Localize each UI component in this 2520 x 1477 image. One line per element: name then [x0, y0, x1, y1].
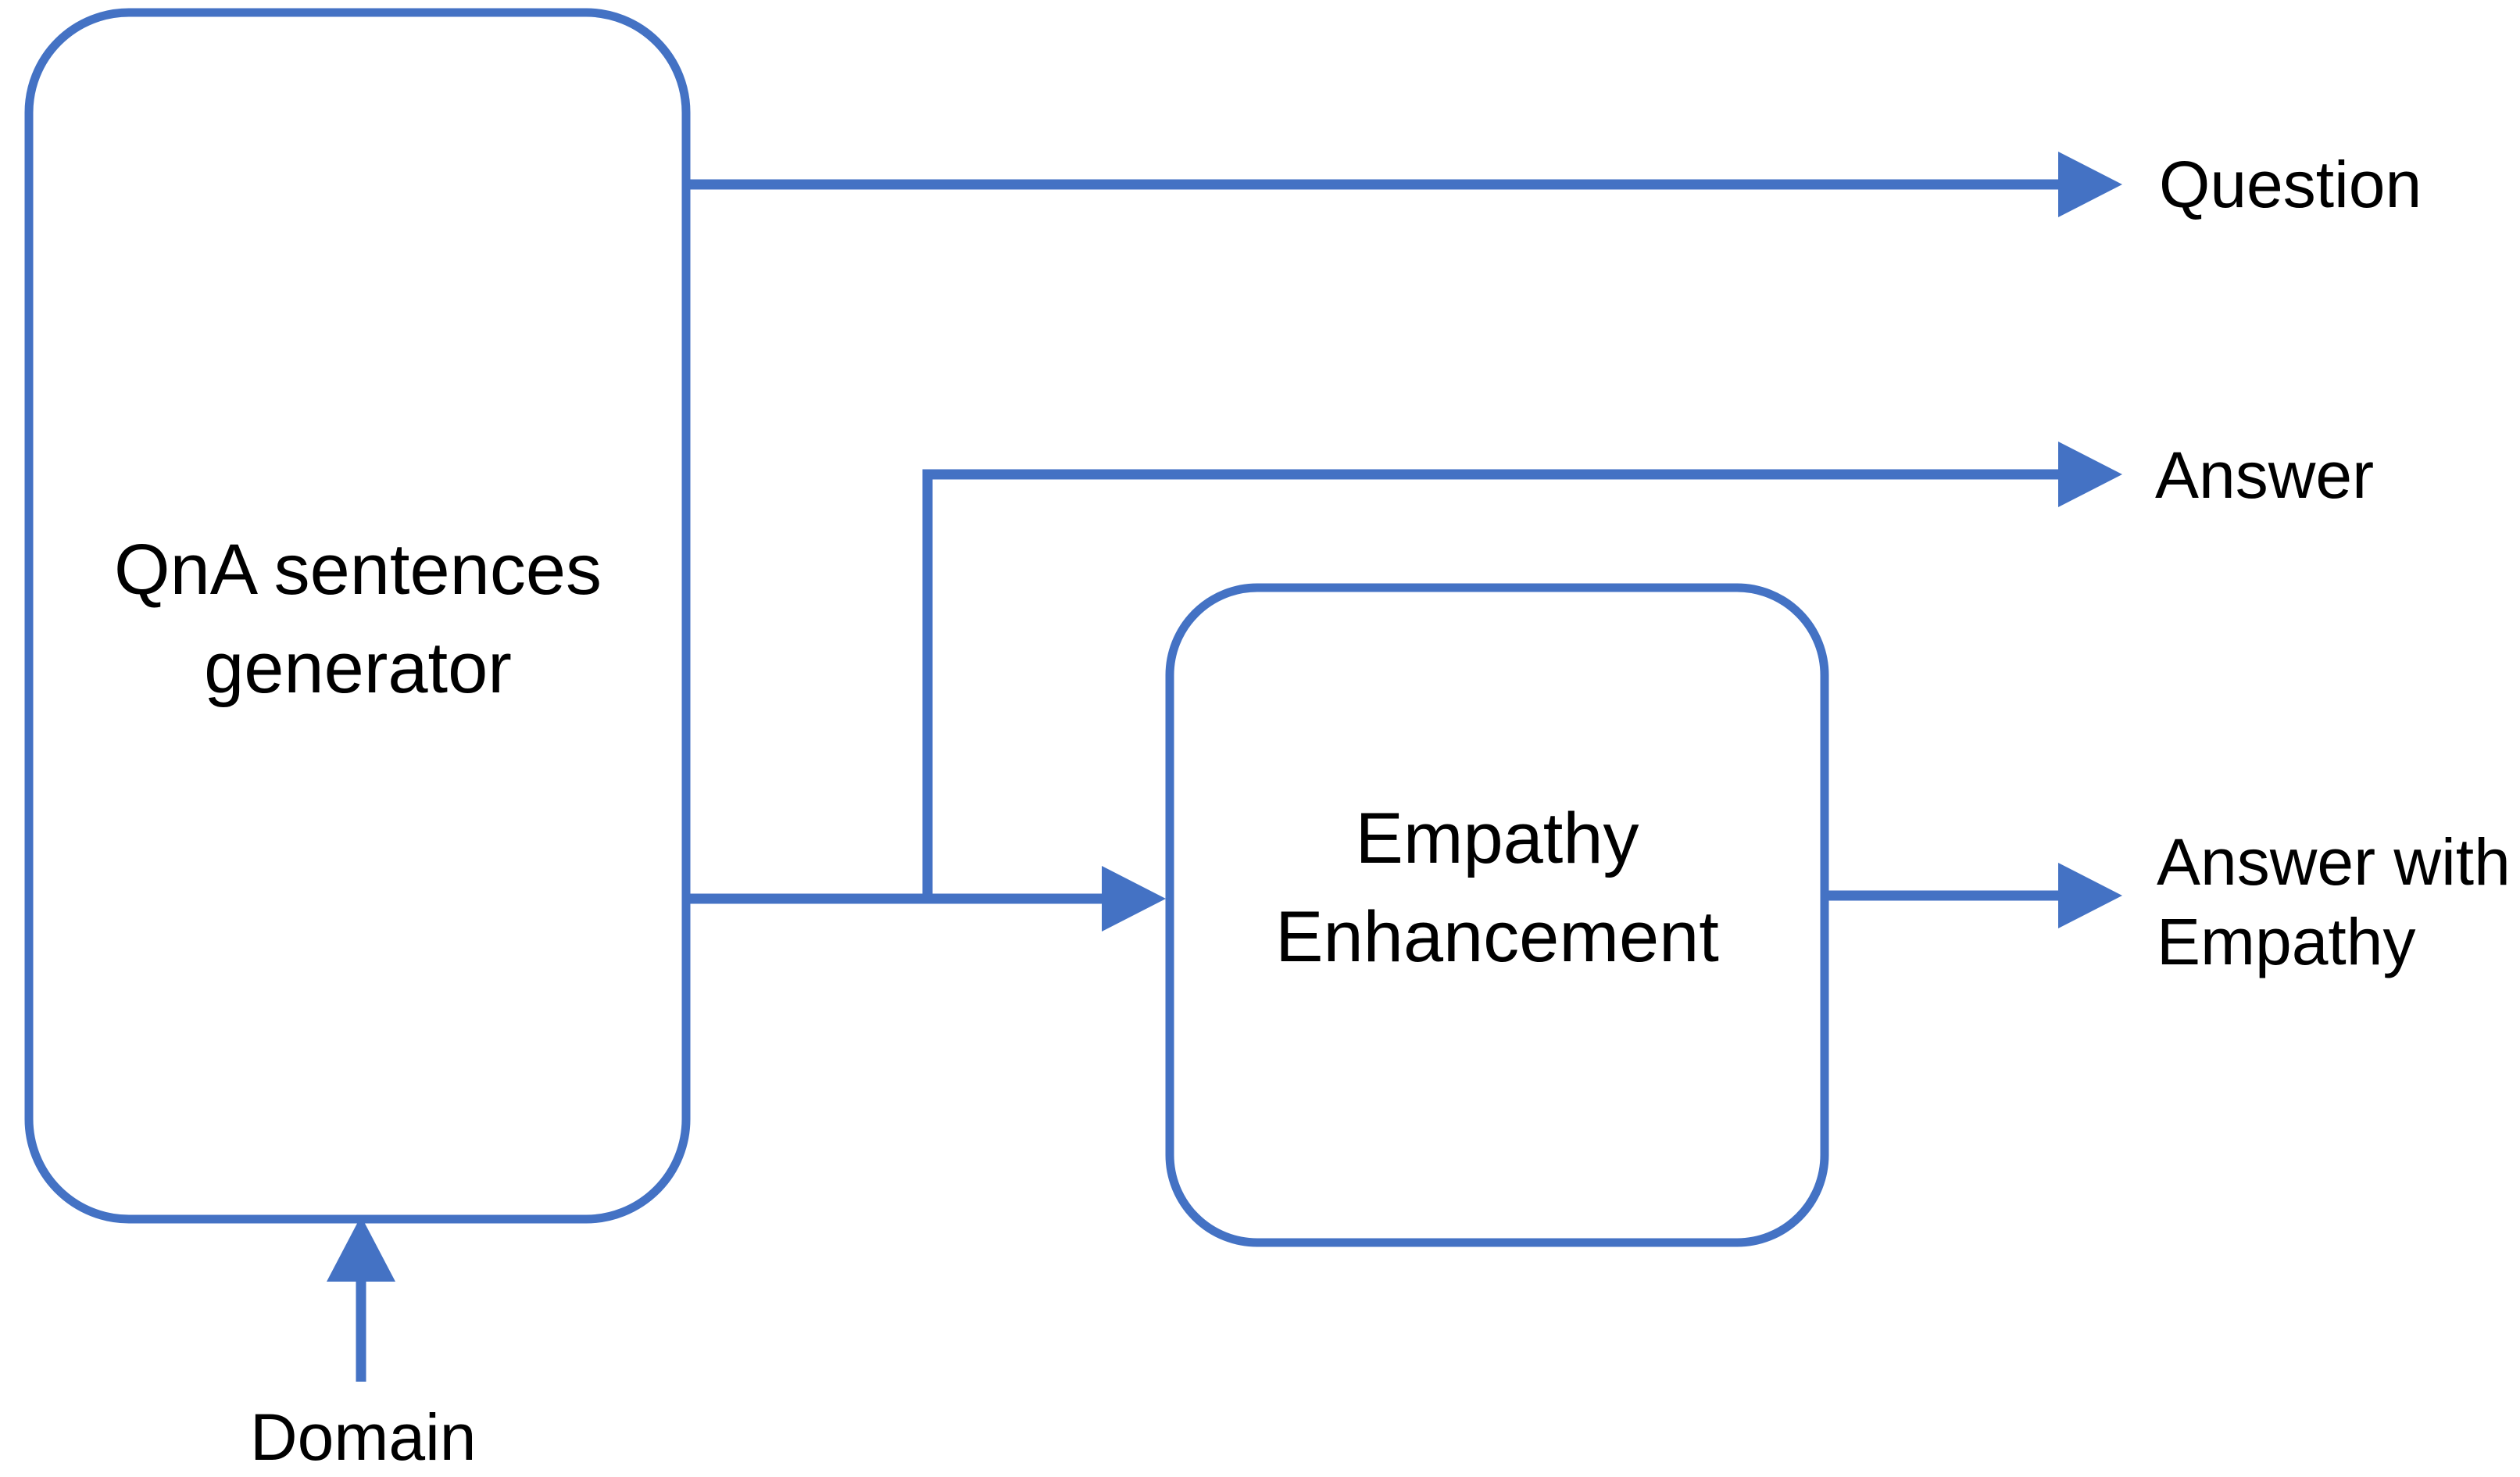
- answer-arrow-head: [2058, 442, 2122, 507]
- edge-qna-to-empathy: [681, 866, 1166, 932]
- edge-qna-to-question: [681, 152, 2122, 217]
- edge-empathy-to-output: [1821, 863, 2122, 928]
- edge-label-answer-with-empathy-line1: Answer with: [2157, 825, 2511, 899]
- node-qna-generator[interactable]: [24, 8, 691, 1224]
- node-qna-generator-label-line1: QnA sentences: [114, 530, 602, 610]
- answer-arrow-shaft: [922, 469, 2088, 903]
- edge-qna-to-answer: [922, 442, 2122, 903]
- empathy-input-arrow-head: [1102, 866, 1166, 932]
- edge-label-question: Question: [2159, 148, 2422, 221]
- edge-label-answer-with-empathy-line2: Empathy: [2157, 905, 2416, 978]
- node-empathy-enhancement-label-line1: Empathy: [1355, 799, 1639, 878]
- question-arrow-head: [2058, 152, 2122, 217]
- empathy-output-arrow-head: [2058, 863, 2122, 928]
- node-empathy-enhancement-label-line2: Enhancement: [1275, 897, 1719, 977]
- edge-label-domain: Domain: [250, 1400, 476, 1474]
- edge-label-answer: Answer: [2155, 438, 2374, 512]
- node-empathy-enhancement[interactable]: [1165, 583, 1829, 1247]
- node-qna-generator-label-line2: generator: [204, 628, 512, 708]
- edge-domain-to-qna: [327, 1216, 395, 1382]
- domain-arrow-head: [327, 1216, 395, 1282]
